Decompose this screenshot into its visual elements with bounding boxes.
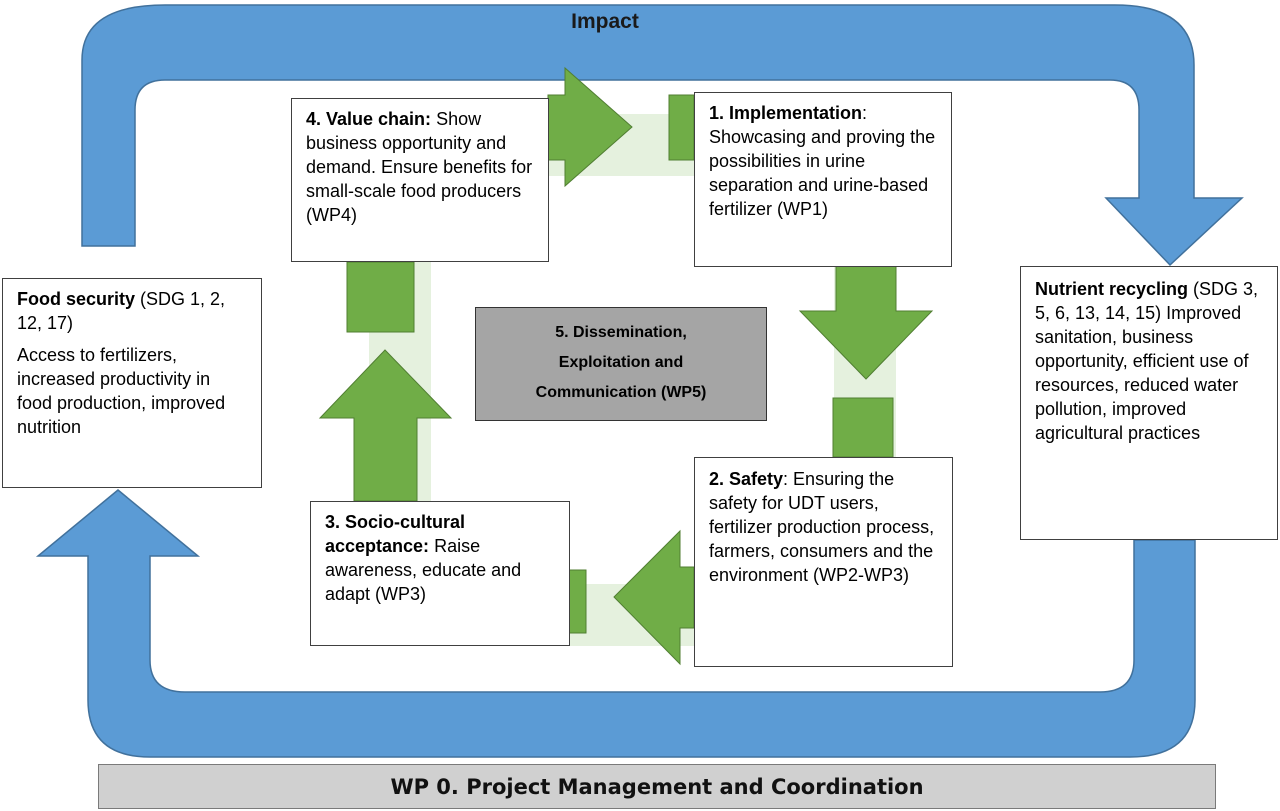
socio-cultural-text: Raise awareness, educate and adapt (WP3) xyxy=(325,536,522,604)
safety-box: 2. Safety: Ensuring the safety for UDT u… xyxy=(694,457,953,667)
nutrient-recycling-title: Nutrient recycling xyxy=(1035,279,1189,299)
safety-title: 2. Safety xyxy=(709,469,784,489)
food-security-sdg: (SDG 1, 2, 12, 17) xyxy=(17,289,226,333)
food-security-box: Food security (SDG 1, 2, 12, 17) Access … xyxy=(2,278,262,488)
arrow-tail-valuechain xyxy=(346,261,415,333)
food-security-text: Access to fertilizers, increased product… xyxy=(17,345,226,437)
impact-arrow-bottom xyxy=(35,489,1196,758)
impact-label: Impact xyxy=(571,10,639,33)
arrow-tail-implementation xyxy=(668,94,695,161)
arrow-tail-socio xyxy=(568,569,587,634)
arrow-safety-to-socio xyxy=(613,529,695,666)
implementation-text: : Showcasing and proving the possibiliti… xyxy=(709,103,936,219)
dissemination-line-1: 5. Dissemination, xyxy=(555,324,687,341)
safety-text: : Ensuring the safety for UDT users, fer… xyxy=(709,469,935,585)
dissemination-line-3: Communication (WP5) xyxy=(535,384,707,401)
value-chain-text: Show business opportunity and demand. En… xyxy=(306,109,533,225)
food-security-heading: Food security (SDG 1, 2, 12, 17) xyxy=(17,287,247,335)
dissemination-line-2: Exploitation and xyxy=(558,354,684,371)
implementation-box: 1. Implementation: Showcasing and provin… xyxy=(694,92,952,267)
food-security-title: Food security xyxy=(17,289,136,309)
arrow-valuechain-to-implementation xyxy=(547,66,633,188)
arrow-socio-to-valuechain xyxy=(318,349,453,502)
socio-cultural-title: 3. Socio-cultural acceptance: xyxy=(325,512,466,556)
nutrient-recycling-box: Nutrient recycling (SDG 3, 5, 6, 13, 14,… xyxy=(1020,266,1278,540)
socio-cultural-box: 3. Socio-cultural acceptance: Raise awar… xyxy=(310,501,570,646)
arrow-implementation-to-safety xyxy=(798,265,934,380)
dissemination-box: 5. Dissemination, Exploitation and Commu… xyxy=(475,307,767,421)
nutrient-recycling-text: (SDG 3, 5, 6, 13, 14, 15) Improved sanit… xyxy=(1035,279,1259,443)
arrow-tail-safety xyxy=(832,397,894,458)
value-chain-box: 4. Value chain: Show business opportunit… xyxy=(291,98,549,262)
wp0-project-management-bar: WP 0. Project Management and Coordinatio… xyxy=(98,764,1216,809)
implementation-title: 1. Implementation xyxy=(709,103,863,123)
value-chain-title: 4. Value chain: xyxy=(306,109,432,129)
impact-arrow-top xyxy=(81,4,1244,267)
